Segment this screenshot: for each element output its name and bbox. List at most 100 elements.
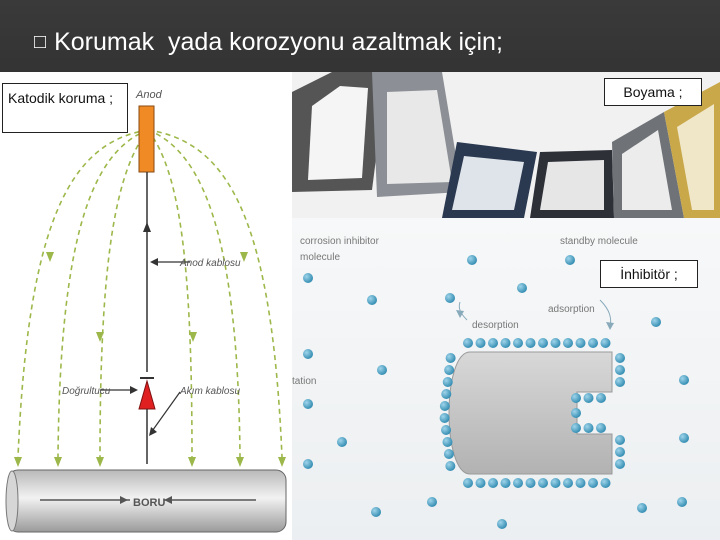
inhibitor-svg: corrosion inhibitor molecule standby mol… (292, 236, 689, 529)
field-line (57, 129, 149, 458)
molecule-dot (500, 338, 511, 348)
molecule-dot (637, 503, 647, 513)
slide-title: □ Korumak yada korozyonu azaltmak için; (34, 22, 503, 62)
molecule-dot (517, 283, 527, 293)
black-profile (292, 72, 387, 192)
gold-profile (664, 82, 720, 218)
molecule-dot (563, 338, 573, 348)
callout-painting: Boyama ; (604, 78, 702, 106)
molecule-dot (615, 459, 625, 469)
adsorbed-molecules (439, 338, 625, 488)
metal-surface (448, 351, 613, 475)
cathodic-diagram-svg: Anod Anod kablosu Doğrultucu Akım kablos… (5, 89, 287, 533)
molecule-dot (445, 461, 456, 471)
anode-cable-label: Anod kablosu (179, 258, 241, 269)
molecule-label: molecule (300, 252, 340, 263)
molecule-dot (475, 338, 486, 348)
molecule-dot (550, 478, 561, 488)
molecule-dot (575, 478, 586, 488)
square-bullet-icon: □ (34, 30, 47, 53)
molecule-dot (367, 295, 377, 305)
molecule-dot (427, 497, 437, 507)
standby-label: standby molecule (560, 236, 638, 247)
field-line (99, 129, 149, 458)
molecule-dot (445, 353, 456, 363)
molecule-dot (575, 338, 586, 348)
molecule-dot (525, 478, 536, 488)
field-line (17, 129, 149, 458)
molecule-dot (615, 377, 625, 387)
molecule-dot (651, 317, 661, 327)
left-arrow-icon (150, 258, 158, 266)
current-cable-label: Akım kablosu (179, 386, 240, 397)
pipe-label: BORU (133, 497, 165, 509)
callout-inhibitor: İnhibitör ; (600, 260, 698, 288)
field-line-arrowheads (14, 252, 286, 467)
molecule-dot (303, 349, 313, 359)
anode-label: Anod (135, 89, 163, 101)
molecule-dot (571, 408, 581, 418)
callout-cathodic-protection: Katodik koruma ; (2, 83, 128, 133)
molecule-dot (550, 338, 561, 348)
molecule-dot (475, 478, 486, 488)
dark-profile (530, 150, 614, 218)
up-arrow-icon (143, 222, 151, 232)
gray-profile (612, 112, 684, 218)
field-line (147, 129, 283, 458)
molecule-dot (571, 393, 581, 403)
molecule-dot (443, 449, 454, 459)
molecule-dot (596, 423, 606, 433)
molecule-dot (439, 413, 450, 423)
molecule-dot (497, 519, 507, 529)
molecule-dot (444, 365, 455, 375)
molecule-dot (565, 255, 575, 265)
molecule-dot (513, 338, 523, 348)
molecule-dot (445, 293, 455, 303)
right-arrow-icon (130, 386, 138, 394)
edge-label: tation (292, 376, 316, 387)
corrosion-inhibitor-label: corrosion inhibitor (300, 236, 380, 247)
molecule-dot (488, 338, 498, 348)
molecule-dot (371, 507, 381, 517)
cathodic-protection-diagram: Anod Anod kablosu Doğrultucu Akım kablos… (0, 72, 292, 540)
molecule-dot (513, 478, 523, 488)
molecule-dot (588, 478, 598, 488)
profiles-svg (292, 72, 720, 218)
rectifier-icon (138, 379, 156, 410)
adsorption-label: adsorption (548, 304, 595, 315)
molecule-dot (488, 478, 498, 488)
molecule-dot (583, 423, 594, 433)
diagonal-arrow-icon (149, 427, 157, 436)
molecule-dot (463, 478, 473, 488)
molecule-dot (303, 399, 313, 409)
molecule-dot (596, 393, 606, 403)
molecule-dot (500, 478, 511, 488)
molecule-dot (303, 273, 313, 283)
molecule-dot (615, 435, 625, 445)
molecule-dot (538, 338, 548, 348)
molecule-dot (600, 338, 611, 348)
molecule-dot (525, 338, 536, 348)
molecule-dot (441, 425, 452, 435)
free-molecules (303, 255, 689, 529)
molecule-dot (442, 377, 453, 387)
molecule-dot (463, 338, 473, 348)
rectifier-label: Doğrultucu (62, 386, 111, 397)
field-lines (17, 129, 283, 458)
molecule-dot (563, 478, 573, 488)
molecule-dot (600, 478, 611, 488)
molecule-dot (538, 478, 548, 488)
molecule-dot (615, 365, 625, 375)
molecule-dot (615, 447, 625, 457)
title-text: Korumak yada korozyonu azaltmak için; (54, 27, 503, 56)
molecule-dot (588, 338, 598, 348)
molecule-dot (679, 433, 689, 443)
desorption-label: desorption (472, 320, 519, 331)
molecule-dot (571, 423, 581, 433)
field-line (147, 129, 241, 458)
molecule-dot (337, 437, 347, 447)
silver-profile (372, 72, 462, 197)
molecule-dot (467, 255, 477, 265)
molecule-dot (583, 393, 594, 403)
molecule-dot (615, 353, 625, 363)
